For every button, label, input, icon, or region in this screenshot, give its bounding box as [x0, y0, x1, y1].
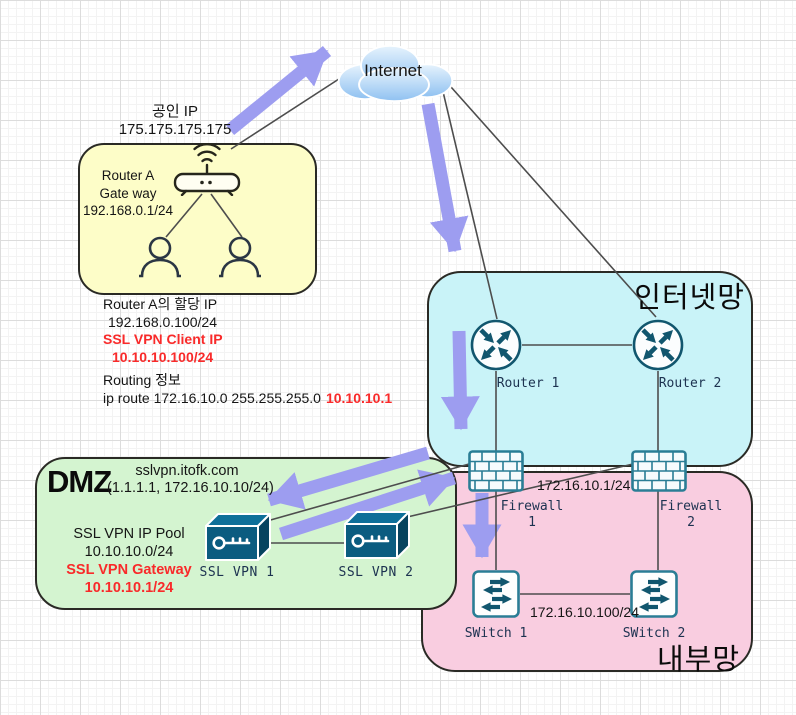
public-ip-value: 175.175.175.175	[118, 121, 232, 138]
routerA-gateway-label: Gate way	[99, 185, 157, 201]
switch-link-ip: 172.16.10.100/24	[530, 604, 639, 620]
routing-nexthop: 10.10.10.1	[325, 389, 393, 406]
firewall1-label: Firewall 1	[500, 499, 564, 530]
router2-label: Router 2	[658, 376, 722, 391]
zone-internet-network	[427, 271, 753, 467]
user2-icon	[218, 236, 262, 278]
dmz-domain-ips: (1.1.1.1, 172.16.10.10/24)	[107, 479, 274, 496]
vpn-gateway-ip: 10.10.10.1/24	[84, 580, 174, 596]
link-internet-router1	[439, 78, 498, 320]
dmz-title: DMZ	[47, 464, 112, 499]
routing-title: Routing 정보	[103, 372, 181, 388]
public-ip-block: 공인 IP 175.175.175.175	[105, 103, 245, 139]
routing-command: ip route 172.16.10.0 255.255.255.0	[103, 389, 321, 406]
switch1-icon	[472, 570, 520, 618]
internal-zone-title: 내부망	[656, 644, 740, 676]
firewall1-icon	[468, 450, 524, 492]
switch1-label: SWitch 1	[464, 626, 528, 641]
dmz-domain-block: sslvpn.itofk.com (1.1.1.1, 172.16.10.10/…	[107, 463, 274, 496]
switch2-label: SWitch 2	[622, 626, 686, 641]
router2-icon	[632, 319, 684, 371]
internet-label: Internet	[364, 61, 422, 80]
vpn-gateway-title: SSL VPN Gateway	[66, 562, 192, 578]
firewall2-icon	[631, 450, 687, 492]
arrow-dmz-to-firewall1	[278, 469, 457, 541]
sslvpn1-label: SSL VPN 1	[199, 565, 275, 580]
zone-home-network	[78, 143, 317, 295]
vpn-pool-ip: 10.10.10.0/24	[84, 544, 174, 560]
vpn-client-ip-value: 10.10.10.100/24	[112, 348, 214, 365]
dmz-pool-block: SSL VPN IP Pool 10.10.10.0/24 SSL VPN Ga…	[50, 525, 208, 597]
assigned-ip-title: Router A의 할당 IP	[103, 296, 218, 312]
vpn-pool-title: SSL VPN IP Pool	[73, 526, 185, 542]
router1-label: Router 1	[496, 376, 560, 391]
internet-zone-title: 인터넷망	[634, 282, 745, 314]
user1-icon	[138, 236, 182, 278]
link-routerA-user2	[210, 193, 243, 238]
public-ip-title: 공인 IP	[152, 103, 198, 120]
link-internet-router2	[442, 77, 657, 318]
sslvpn2-icon	[342, 509, 412, 561]
home-notes-block: Router A의 할당 IP 192.168.0.100/24 SSL VPN…	[103, 296, 392, 407]
sslvpn1-icon	[203, 511, 273, 563]
routerA-gateway-ip: 192.168.0.1/24	[82, 203, 174, 218]
arrow-internet-zone-to-firewall1	[440, 330, 480, 431]
routerA-block: Router A Gate way 192.168.0.1/24	[73, 167, 183, 220]
firewall-link-ip: 172.16.10.1/24	[537, 477, 631, 493]
arrow-firewall1-to-dmz	[267, 446, 430, 510]
router1-icon	[470, 319, 522, 371]
sslvpn2-label: SSL VPN 2	[338, 565, 414, 580]
firewall2-label: Firewall 2	[659, 499, 723, 530]
vpn-client-ip-title: SSL VPN Client IP	[103, 331, 223, 347]
routerA-name: Router A	[101, 168, 155, 183]
arrow-home-to-internet	[225, 45, 332, 136]
arrow-internet-to-internet-zone	[421, 102, 469, 253]
link-vpn1-firewall1	[266, 463, 470, 522]
dmz-domain: sslvpn.itofk.com	[135, 463, 239, 479]
assigned-ip-value: 192.168.0.100/24	[108, 313, 217, 330]
link-routerA-user1	[165, 193, 203, 238]
link-routerA-internet	[230, 76, 343, 150]
